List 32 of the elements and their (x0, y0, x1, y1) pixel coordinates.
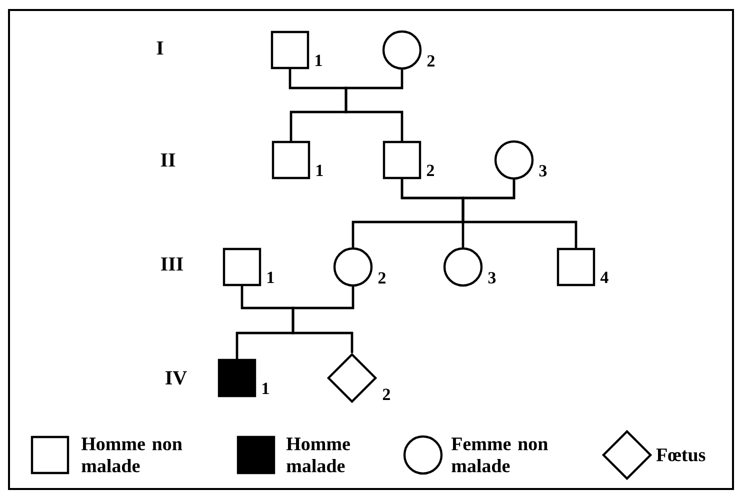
pedigree-line (344, 70, 404, 141)
square-symbol (222, 248, 262, 286)
circle-symbol (494, 140, 534, 180)
individual-number: 1 (316, 54, 322, 66)
pedigree-line (292, 286, 354, 353)
individual-number: 3 (488, 272, 496, 284)
individual-number: 2 (426, 164, 434, 176)
generation-label: I (156, 41, 164, 55)
square-symbol (382, 140, 422, 180)
individual-number: 1 (262, 382, 269, 394)
individual-number: 1 (316, 164, 323, 176)
square-symbol (556, 248, 596, 286)
circle-symbol (382, 30, 422, 70)
individual-number: 2 (378, 272, 386, 284)
generation-label: III (161, 257, 183, 271)
square-symbol (272, 140, 310, 180)
individual-number: 2 (382, 388, 390, 400)
square-symbol (270, 30, 310, 70)
individual-number: 2 (427, 55, 434, 66)
individual-number: 4 (600, 272, 608, 283)
generation-label: II (160, 153, 176, 167)
individual-number: 1 (268, 272, 274, 283)
circle-symbol (333, 247, 373, 287)
individual-number: 3 (539, 165, 547, 176)
square-symbol (218, 358, 256, 398)
legend-text: Homme malade (286, 438, 350, 472)
legend-text: Homme non malade (81, 438, 182, 472)
legend-text: Femme non malade (451, 438, 548, 472)
pedigree-line (462, 180, 578, 248)
circle-symbol (443, 247, 483, 287)
legend-text: Fœtus (656, 448, 706, 462)
generation-label: IV (166, 371, 187, 385)
